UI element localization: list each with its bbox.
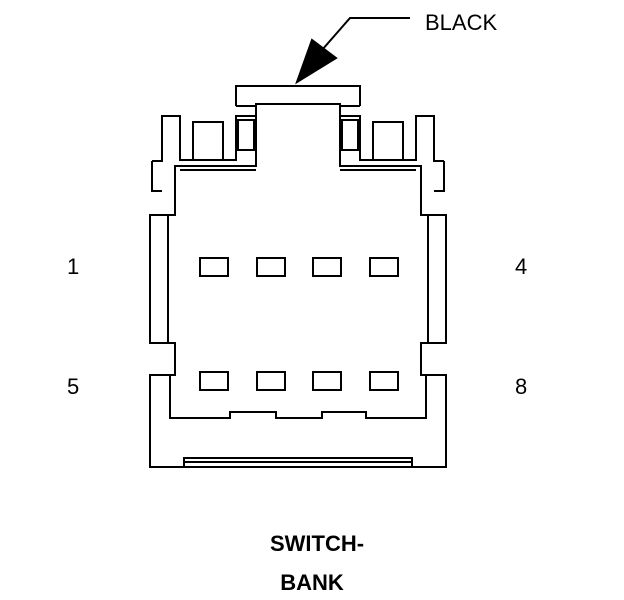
connector-caption-line-2: BANK — [280, 570, 344, 595]
latch — [235, 85, 361, 115]
cavity-6 — [256, 371, 286, 391]
cavity-2 — [256, 257, 286, 277]
bottom-key — [183, 457, 413, 468]
wire-color-label: BLACK — [425, 10, 498, 35]
terminal-lock-left — [192, 119, 255, 161]
lower-shoulder-left — [150, 374, 446, 419]
color-leader-arrowhead — [295, 38, 338, 85]
cavity-row-bottom — [199, 371, 399, 391]
connector-caption-line-1: SWITCH- — [269, 531, 365, 556]
side-rail-left — [149, 214, 169, 344]
cavity-1 — [199, 257, 229, 277]
side-rail-right — [427, 214, 447, 344]
cavity-7 — [312, 371, 342, 391]
cavity-3 — [312, 257, 342, 277]
cavity-8 — [369, 371, 399, 391]
pin-label-1: 1 — [67, 254, 80, 279]
pin-label-8: 8 — [515, 374, 528, 399]
cavity-5 — [199, 371, 229, 391]
color-leader-line — [314, 17, 410, 59]
terminal-lock-right — [341, 119, 404, 161]
housing-top-chamfers — [151, 161, 445, 192]
pin-label-5: 5 — [67, 374, 80, 399]
connector-housing — [149, 115, 447, 468]
cavity-row-top — [199, 257, 399, 277]
pin-label-4: 4 — [515, 254, 528, 279]
cavity-4 — [369, 257, 399, 277]
